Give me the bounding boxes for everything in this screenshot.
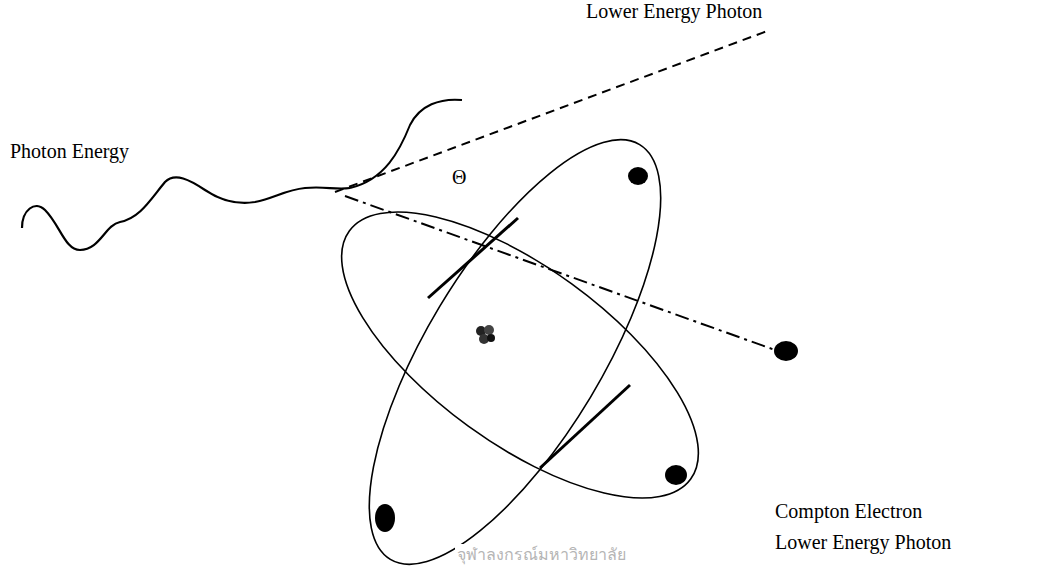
photon-label: Lower Energy Photon: [586, 0, 762, 22]
incoming-photon-wave: [22, 177, 350, 250]
orbit-chord: [540, 385, 630, 468]
electron-label: Compton Electron: [775, 500, 922, 522]
electron-dot: [375, 504, 395, 532]
electron-dot: [665, 465, 687, 485]
photon-label: Photon Energy: [10, 140, 129, 162]
compton-electron-dot: [774, 341, 798, 361]
nucleus: [476, 325, 495, 344]
watermark: จุฬาลงกรณ์มหาวิทยาลัย: [455, 544, 628, 566]
electron-dot: [628, 167, 648, 185]
deflection-curve: [350, 100, 462, 188]
orbit-ellipse: [298, 160, 743, 550]
scattered-photon-line: [335, 30, 770, 192]
electron-path-line: [345, 196, 775, 350]
photon-label: Lower Energy Photon: [775, 531, 951, 553]
angle-symbol: Θ: [452, 166, 466, 188]
